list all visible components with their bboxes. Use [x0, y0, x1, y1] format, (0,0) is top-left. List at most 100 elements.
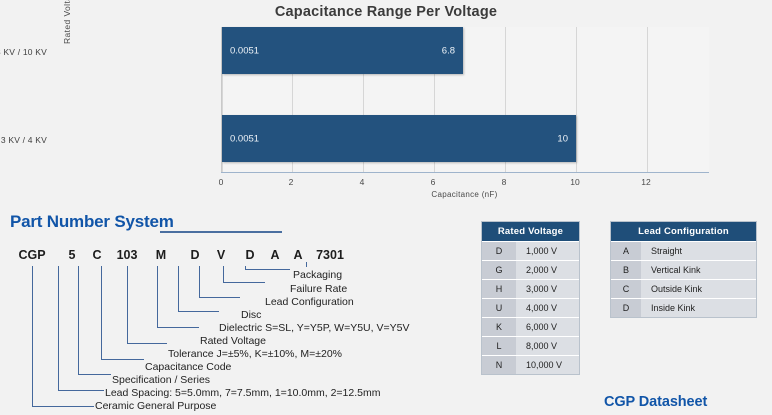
- rated-voltage-code-2: H: [482, 280, 516, 298]
- pn-code-1: 5: [68, 248, 76, 262]
- gridline-0: [222, 27, 223, 172]
- xtick-10: 10: [570, 177, 580, 187]
- leader-packaging: [306, 262, 307, 267]
- capacitance-chart: Capacitance Range Per Voltage Rated Volt…: [0, 0, 772, 205]
- xtick-6: 6: [430, 177, 436, 187]
- rated-voltage-value-3: 4,000 V: [516, 299, 579, 317]
- table-row[interactable]: D Inside Kink: [611, 298, 756, 317]
- leader-rated-voltage: [157, 266, 158, 327]
- gridline-10: [576, 27, 577, 172]
- rated-voltage-value-5: 8,000 V: [516, 337, 579, 355]
- leader-dielectric-h: [178, 311, 219, 312]
- pn-code-8: A: [270, 248, 280, 262]
- bar-max-label-0: 6.8: [441, 45, 455, 56]
- table-row[interactable]: A Straight: [611, 241, 756, 260]
- leader-capacitance-code: [101, 266, 102, 359]
- rated-voltage-code-5: L: [482, 337, 516, 355]
- part-number-code-row: CGP 5 C 103 M D V D A A 7301: [0, 248, 343, 266]
- chart-plot-area: 0.0051 6.8 0.0051 10: [221, 27, 709, 173]
- cgp-datasheet-link[interactable]: CGP Datasheet: [604, 394, 708, 410]
- bar-1kv-2kv-3kv-4kv[interactable]: 0.0051 10: [222, 115, 576, 162]
- callout-tolerance: Tolerance J=±5%, K=±10%, M=±20%: [168, 348, 343, 360]
- pn-code-4: M: [155, 248, 167, 262]
- table-row[interactable]: D 1,000 V: [482, 241, 579, 260]
- leader-tolerance: [127, 266, 128, 343]
- lead-config-value-0: Straight: [641, 242, 756, 260]
- table-row[interactable]: U 4,000 V: [482, 298, 579, 317]
- table-row[interactable]: B Vertical Kink: [611, 260, 756, 279]
- rated-voltage-table-header: Rated Voltage: [482, 222, 579, 241]
- gridline-6: [434, 27, 435, 172]
- callout-dielectric: Dielectric S=SL, Y=Y5P, W=Y5U, V=Y5V: [219, 322, 410, 334]
- chart-baseline: [221, 172, 709, 173]
- callout-failure-rate: Failure Rate: [290, 283, 348, 295]
- pn-code-2: C: [92, 248, 102, 262]
- leader-capacitance-code-h: [101, 359, 144, 360]
- table-row[interactable]: G 2,000 V: [482, 260, 579, 279]
- chart-title: Capacitance Range Per Voltage: [274, 4, 498, 20]
- lead-configuration-table-header: Lead Configuration: [611, 222, 756, 241]
- xtick-12: 12: [641, 177, 651, 187]
- leader-ceramic-general-purpose: [32, 266, 33, 406]
- leader-lead-spacing-h: [58, 390, 104, 391]
- callout-specification-series: Specification / Series: [112, 374, 211, 386]
- table-row[interactable]: C Outside Kink: [611, 279, 756, 298]
- bar-6kv-8kv-10kv[interactable]: 0.0051 6.8: [222, 27, 463, 74]
- lead-config-code-3: D: [611, 299, 641, 317]
- lead-config-code-2: C: [611, 280, 641, 298]
- part-number-system-heading: Part Number System: [10, 212, 174, 231]
- rated-voltage-code-0: D: [482, 242, 516, 260]
- xtick-4: 4: [359, 177, 365, 187]
- callout-packaging: Packaging: [293, 269, 343, 281]
- pn-code-6: V: [216, 248, 226, 262]
- lead-config-value-1: Vertical Kink: [641, 261, 756, 279]
- leader-lead-configuration-h: [223, 282, 265, 283]
- lead-configuration-table: Lead Configuration A Straight B Vertical…: [610, 221, 757, 318]
- gridline-4: [363, 27, 364, 172]
- gridline-2: [292, 27, 293, 172]
- chart-category-label-0: 6 KV / 8 KV / 10 KV: [0, 47, 47, 57]
- leader-specification-series: [78, 266, 79, 374]
- chart-x-axis-label: Capacitance (nF): [431, 190, 498, 199]
- leader-disc: [199, 266, 200, 297]
- leader-disc-h: [199, 297, 240, 298]
- bar-min-label-0: 0.0051: [230, 45, 260, 56]
- pn-code-0: CGP: [18, 248, 46, 262]
- leader-failure-rate: [245, 266, 246, 269]
- rated-voltage-table: Rated Voltage D 1,000 V G 2,000 V H 3,00…: [481, 221, 580, 375]
- callout-ceramic-general-purpose: Ceramic General Purpose: [95, 400, 217, 412]
- leader-dielectric: [178, 266, 179, 311]
- rated-voltage-value-2: 3,000 V: [516, 280, 579, 298]
- lead-config-value-2: Outside Kink: [641, 280, 756, 298]
- xtick-8: 8: [501, 177, 507, 187]
- leader-lead-configuration: [223, 266, 224, 282]
- lead-config-code-0: A: [611, 242, 641, 260]
- gridline-12: [647, 27, 648, 172]
- lead-config-value-3: Inside Kink: [641, 299, 756, 317]
- pn-code-7: D: [245, 248, 255, 262]
- chart-y-axis-label: Rated Voltage (KV): [62, 0, 72, 44]
- rated-voltage-code-1: G: [482, 261, 516, 279]
- rated-voltage-value-6: 10,000 V: [516, 356, 579, 374]
- table-row[interactable]: L 8,000 V: [482, 336, 579, 355]
- leader-rated-voltage-h: [157, 327, 199, 328]
- callout-disc: Disc: [241, 309, 262, 321]
- rated-voltage-value-1: 2,000 V: [516, 261, 579, 279]
- callout-rated-voltage: Rated Voltage: [200, 335, 266, 347]
- leader-specification-series-h: [78, 374, 111, 375]
- table-row[interactable]: K 6,000 V: [482, 317, 579, 336]
- table-row[interactable]: H 3,000 V: [482, 279, 579, 298]
- table-row[interactable]: N 10,000 V: [482, 355, 579, 374]
- pn-code-3: 103: [116, 248, 138, 262]
- leader-tolerance-h: [127, 343, 167, 344]
- heading-rule: [160, 231, 282, 233]
- callout-capacitance-code: Capacitance Code: [145, 361, 232, 373]
- pn-code-10: 7301: [316, 248, 344, 262]
- leader-failure-rate-h: [245, 269, 290, 270]
- lead-config-code-1: B: [611, 261, 641, 279]
- rated-voltage-value-0: 1,000 V: [516, 242, 579, 260]
- bar-min-label-1: 0.0051: [230, 133, 260, 144]
- rated-voltage-code-4: K: [482, 318, 516, 336]
- leader-ceramic-general-purpose-h: [32, 406, 94, 407]
